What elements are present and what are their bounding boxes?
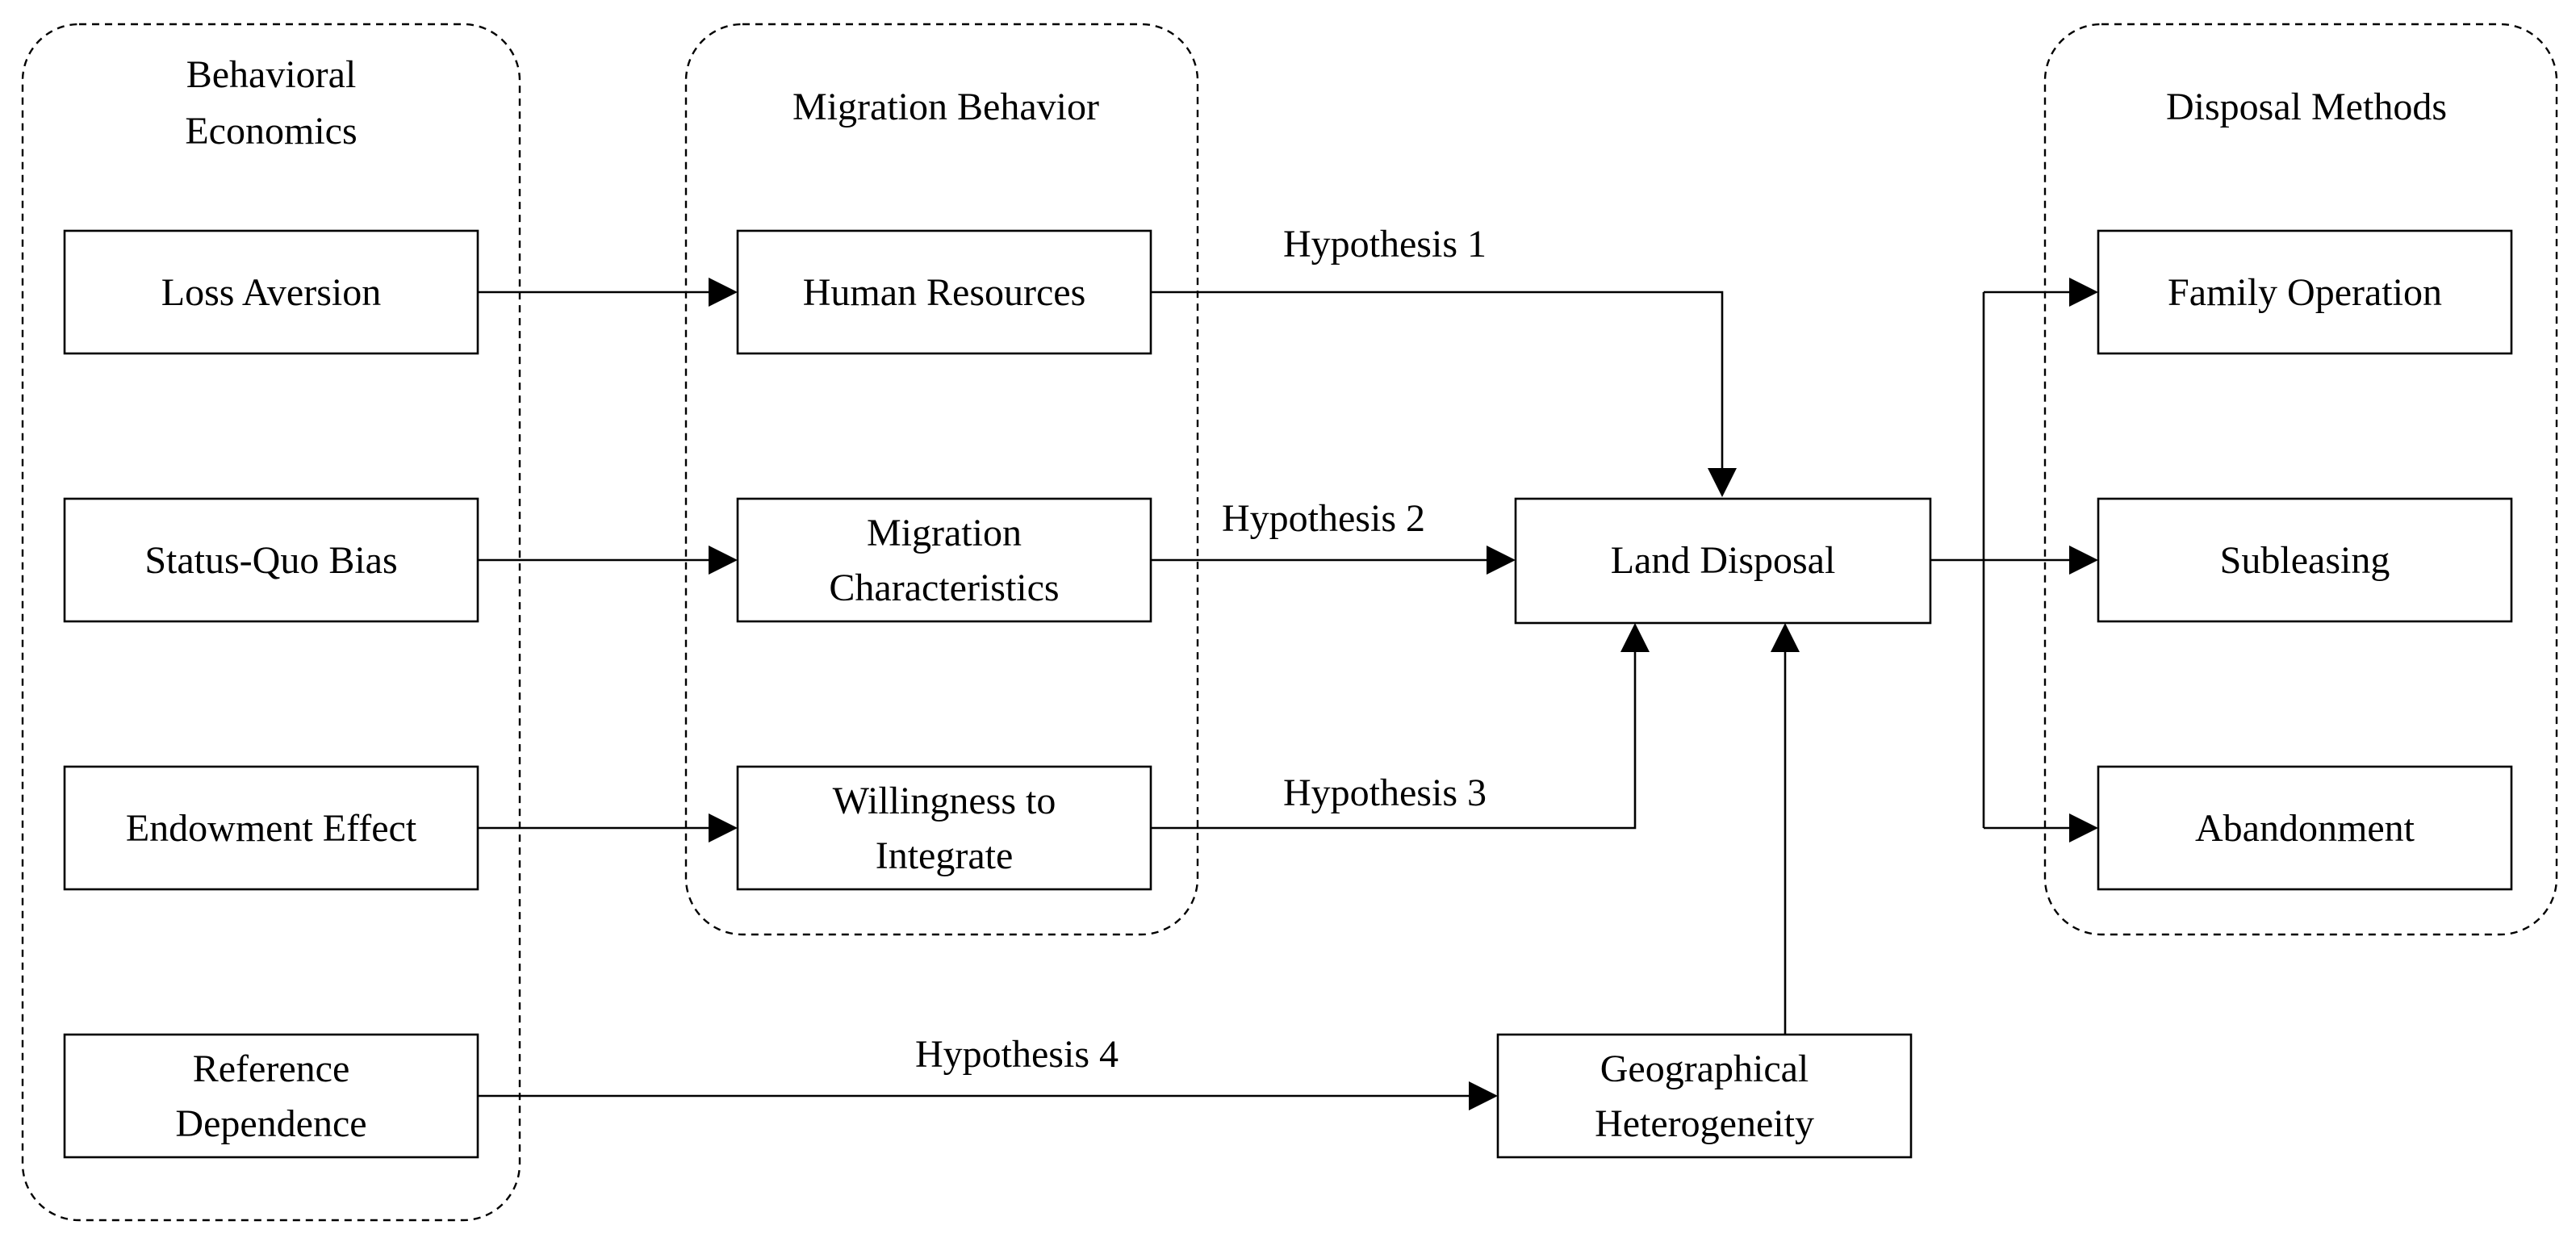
node-label: Human Resources (803, 271, 1086, 314)
node-loss-aversion: Loss Aversion (63, 229, 479, 355)
node-endowment-effect: Endowment Effect (63, 765, 479, 891)
label-hypothesis-2: Hypothesis 2 (1222, 497, 1425, 540)
arrowhead (1708, 468, 1737, 497)
node-reference-dependence: Reference Dependence (63, 1033, 479, 1159)
edges (478, 278, 2098, 1110)
arrowhead (2069, 546, 2098, 575)
arrowhead (1469, 1081, 1498, 1110)
node-land-disposal: Land Disposal (1514, 497, 1932, 625)
edge-hypothesis-3 (1151, 650, 1637, 830)
arrowhead (2069, 813, 2098, 843)
node-geographical-heterogeneity: Geographical Heterogeneity (1496, 1033, 1913, 1159)
node-label-line2: Dependence (175, 1102, 366, 1145)
node-subleasing: Subleasing (2097, 497, 2513, 623)
group-behavioral-economics (21, 23, 521, 1222)
group-migration-behavior (684, 23, 1199, 936)
arrowhead (1487, 546, 1516, 575)
label-hypothesis-4: Hypothesis 4 (915, 1033, 1119, 1076)
group-title-migration-behavior: Migration Behavior (792, 86, 1099, 128)
node-label-line1: Migration (867, 512, 1022, 554)
node-label-line1: Geographical (1600, 1047, 1809, 1090)
edge-hypothesis-1 (1151, 291, 1724, 470)
group-disposal-methods (2043, 23, 2558, 936)
node-label-line2: Integrate (876, 834, 1014, 877)
group-title-behavioral-economics-line2: Economics (185, 110, 357, 153)
arrowhead (1620, 623, 1650, 652)
label-hypothesis-3: Hypothesis 3 (1283, 771, 1487, 814)
node-label-line1: Reference (193, 1047, 350, 1090)
group-title-behavioral-economics-line1: Behavioral (186, 53, 357, 96)
node-abandonment: Abandonment (2097, 765, 2513, 891)
node-label: Land Disposal (1611, 539, 1836, 582)
node-family-operation: Family Operation (2097, 229, 2513, 355)
node-migration-characteristics: Migration Characteristics (736, 497, 1152, 623)
node-label-line2: Characteristics (829, 567, 1059, 609)
arrowhead (709, 813, 738, 843)
arrowhead (709, 278, 738, 307)
arrowhead (709, 546, 738, 575)
node-label: Status-Quo Bias (144, 539, 397, 582)
node-human-resources: Human Resources (736, 229, 1152, 355)
arrowhead (1771, 623, 1800, 652)
node-label: Loss Aversion (161, 271, 381, 314)
node-label-line1: Willingness to (833, 780, 1056, 822)
node-label-line2: Heterogeneity (1595, 1102, 1814, 1145)
group-title-disposal-methods: Disposal Methods (2166, 86, 2447, 128)
node-status-quo-bias: Status-Quo Bias (63, 497, 479, 623)
node-label: Endowment Effect (126, 807, 417, 850)
label-hypothesis-1: Hypothesis 1 (1283, 223, 1487, 266)
node-label: Abandonment (2195, 807, 2415, 850)
arrowhead (2069, 278, 2098, 307)
node-willingness-to-integrate: Willingness to Integrate (736, 765, 1152, 891)
node-label: Family Operation (2168, 271, 2442, 314)
node-label: Subleasing (2220, 539, 2390, 582)
